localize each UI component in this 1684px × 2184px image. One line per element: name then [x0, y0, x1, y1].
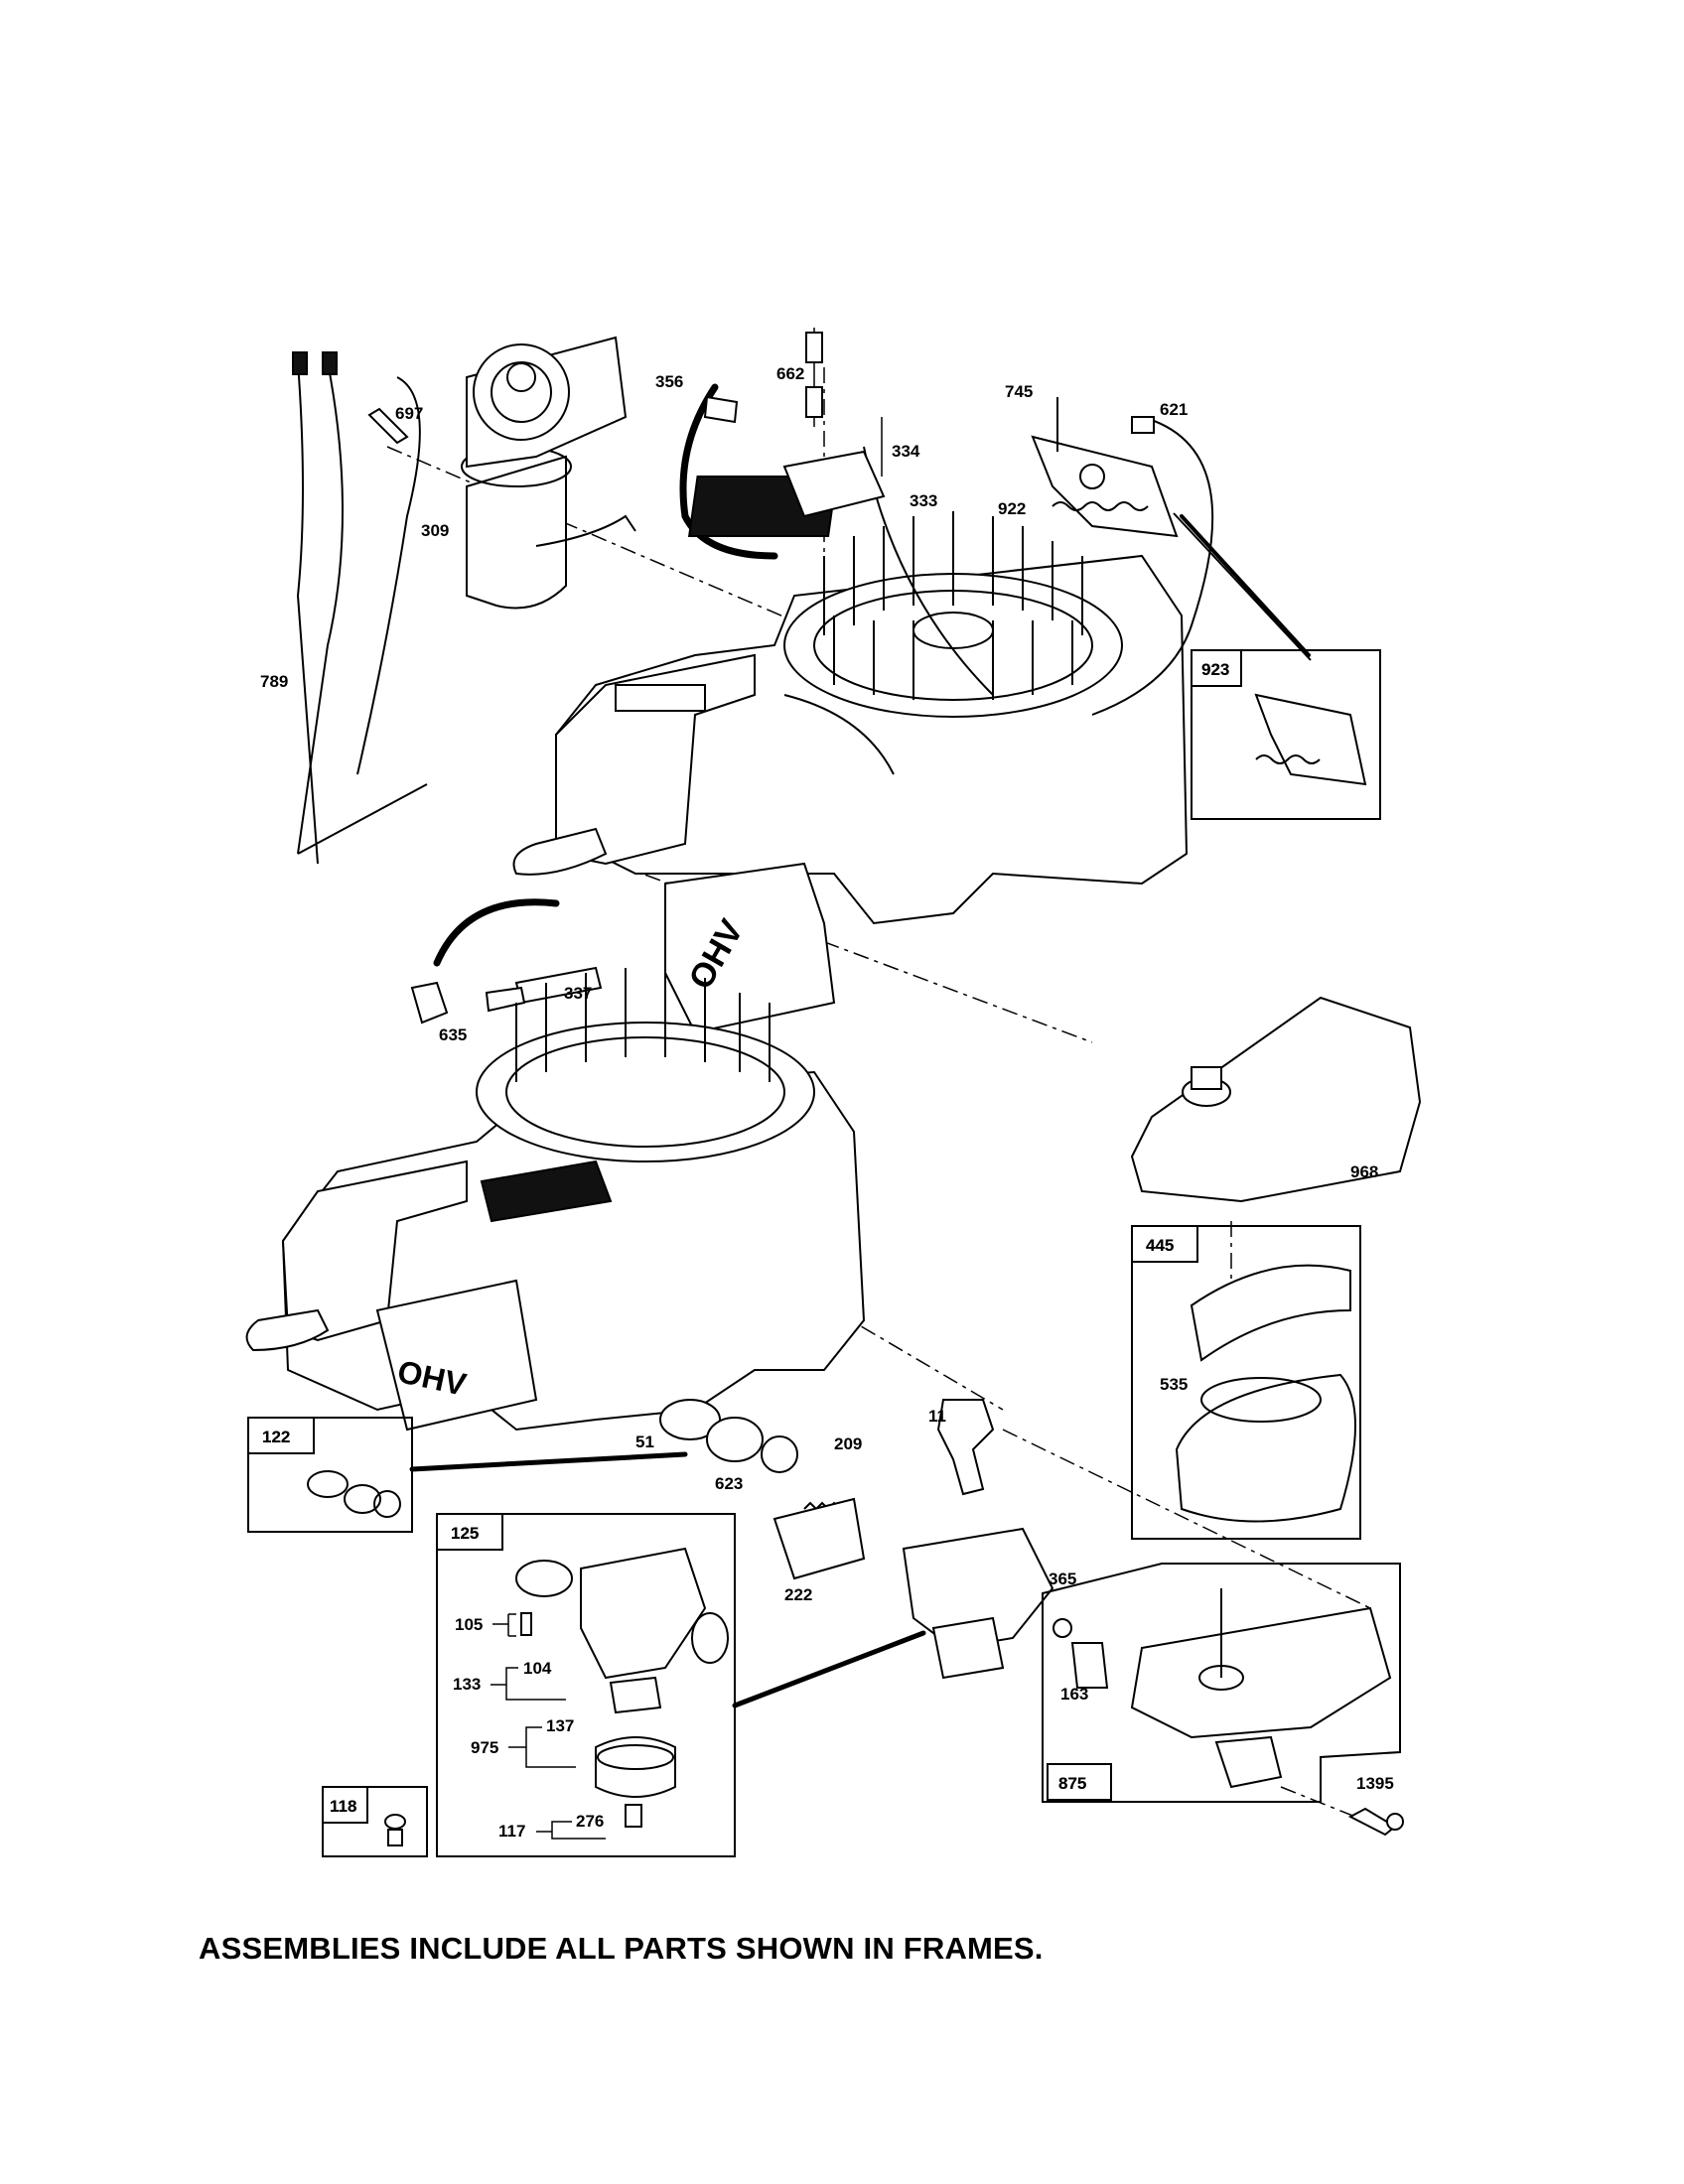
part-label-923: 923: [1201, 660, 1229, 679]
part-label-621: 621: [1160, 400, 1188, 419]
label-brackets: [491, 1613, 606, 1840]
part-label-356: 356: [655, 372, 683, 391]
part-label-309: 309: [421, 521, 449, 540]
intake-parts: [659, 1399, 995, 1580]
part-label-922: 922: [998, 499, 1026, 518]
part-label-163: 163: [1060, 1685, 1088, 1704]
frame-122: [247, 1417, 413, 1533]
hardware: [367, 407, 1404, 1837]
part-label-133: 133: [453, 1675, 481, 1694]
part-label-105: 105: [455, 1615, 483, 1634]
part-label-875: 875: [1058, 1774, 1086, 1793]
part-label-334: 334: [892, 442, 920, 461]
governor-control: [1031, 397, 1214, 716]
air-cleaner-cover: [1130, 996, 1422, 1203]
part-label-535: 535: [1160, 1375, 1188, 1394]
part-label-975: 975: [471, 1738, 498, 1757]
svg-text:445: 445: [1146, 1236, 1174, 1255]
part-label-51: 51: [635, 1433, 654, 1451]
lower-engine: OHV: [245, 968, 866, 1432]
part-labels: 697 309 356 662 334 333 745 621 922 789 …: [260, 364, 1394, 1841]
part-label-968: 968: [1350, 1162, 1378, 1181]
frames: 923 445 122 125 118: [247, 649, 1401, 1857]
part-label-222: 222: [784, 1585, 812, 1604]
part-label-337: 337: [564, 984, 592, 1003]
frame-923: [1191, 649, 1381, 820]
part-label-117: 117: [498, 1822, 525, 1841]
svg-text:118: 118: [330, 1797, 356, 1816]
part-label-104: 104: [523, 1659, 552, 1678]
part-label-333: 333: [910, 491, 937, 510]
spark-plug: [410, 966, 603, 1024]
part-label-789: 789: [260, 672, 288, 691]
upper-engine: OHV: [433, 383, 1189, 1034]
part-label-445: 445: [1146, 1236, 1174, 1255]
frame-445: [1131, 1225, 1361, 1540]
part-label-365: 365: [1049, 1570, 1076, 1588]
ignition-module: [687, 328, 886, 537]
part-label-697: 697: [395, 404, 423, 423]
part-label-276: 276: [576, 1812, 604, 1831]
footer-note: ASSEMBLIES INCLUDE ALL PARTS SHOWN IN FR…: [199, 1931, 1044, 1966]
part-label-635: 635: [439, 1025, 467, 1044]
part-label-122: 122: [262, 1428, 290, 1446]
part-label-623: 623: [715, 1474, 743, 1493]
part-label-118: 118: [330, 1797, 356, 1816]
part-label-11: 11: [928, 1407, 946, 1426]
carburetor: [902, 1527, 1072, 1680]
starter-motor: [371, 336, 636, 610]
part-label-137: 137: [546, 1716, 574, 1735]
frame-125: [436, 1513, 736, 1857]
part-label-125: 125: [451, 1524, 479, 1543]
part-label-1395: 1395: [1356, 1774, 1394, 1793]
svg-text:122: 122: [262, 1428, 290, 1446]
part-label-209: 209: [834, 1434, 862, 1453]
part-label-662: 662: [776, 364, 804, 383]
svg-text:125: 125: [451, 1524, 479, 1543]
wire-harness: [292, 351, 428, 865]
frame-875: [1042, 1563, 1401, 1803]
svg-text:923: 923: [1201, 660, 1229, 679]
flywheel-fins: [823, 511, 1083, 700]
svg-text:875: 875: [1058, 1774, 1086, 1793]
part-label-745: 745: [1005, 382, 1033, 401]
